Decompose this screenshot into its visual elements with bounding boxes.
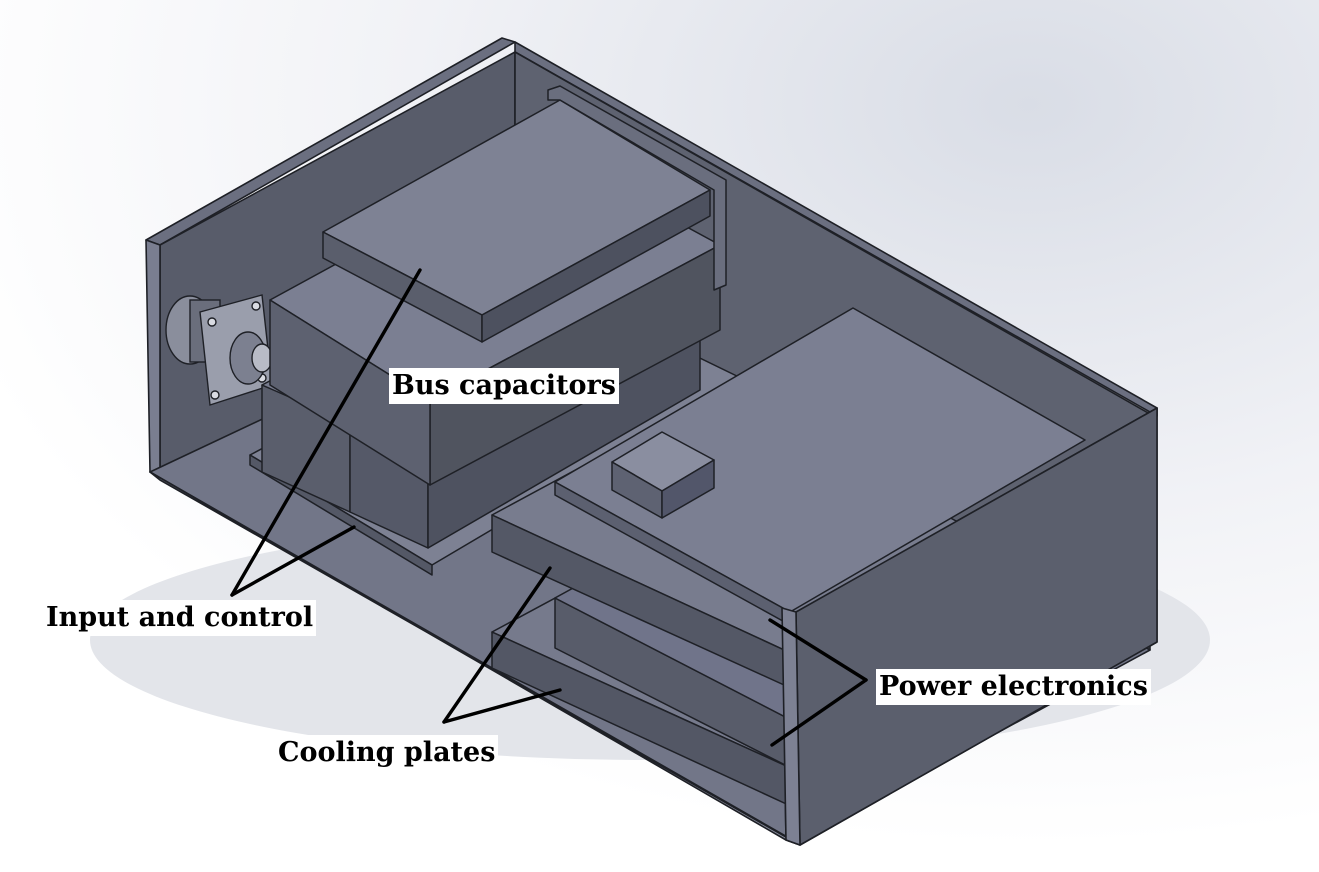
connector-pin: [251, 343, 273, 373]
leader-power-to-upper-module: [768, 618, 868, 682]
flange-bolt-3: [210, 390, 220, 400]
cooling-plates-label: Cooling plates: [275, 735, 499, 771]
right-end-wall-front-edge: [781, 607, 801, 846]
leader-cooling-to-lower-plate: [442, 688, 562, 724]
input-and-control-label: Input and control: [43, 600, 317, 636]
flange-bolt-2: [251, 301, 261, 311]
leader-lines: [230, 268, 868, 747]
bus-capacitor-plate-side: [481, 189, 711, 343]
leader-cooling-to-upper-plate: [442, 566, 552, 724]
power-electronics-label: Power electronics: [876, 669, 1151, 705]
capacitor-bracket: [547, 85, 727, 291]
flange-bolt-1: [207, 317, 217, 327]
leader-power-to-lower-module: [770, 678, 868, 747]
small-component-side: [661, 459, 715, 519]
front-right-wall: [781, 407, 1158, 846]
capacitor-stack: [249, 85, 746, 576]
bus-capacitors-label: Bus capacitors: [389, 368, 619, 404]
leader-input-to-capacitor: [230, 268, 422, 597]
leader-input-to-base: [230, 525, 356, 597]
input-connector: [165, 294, 273, 406]
